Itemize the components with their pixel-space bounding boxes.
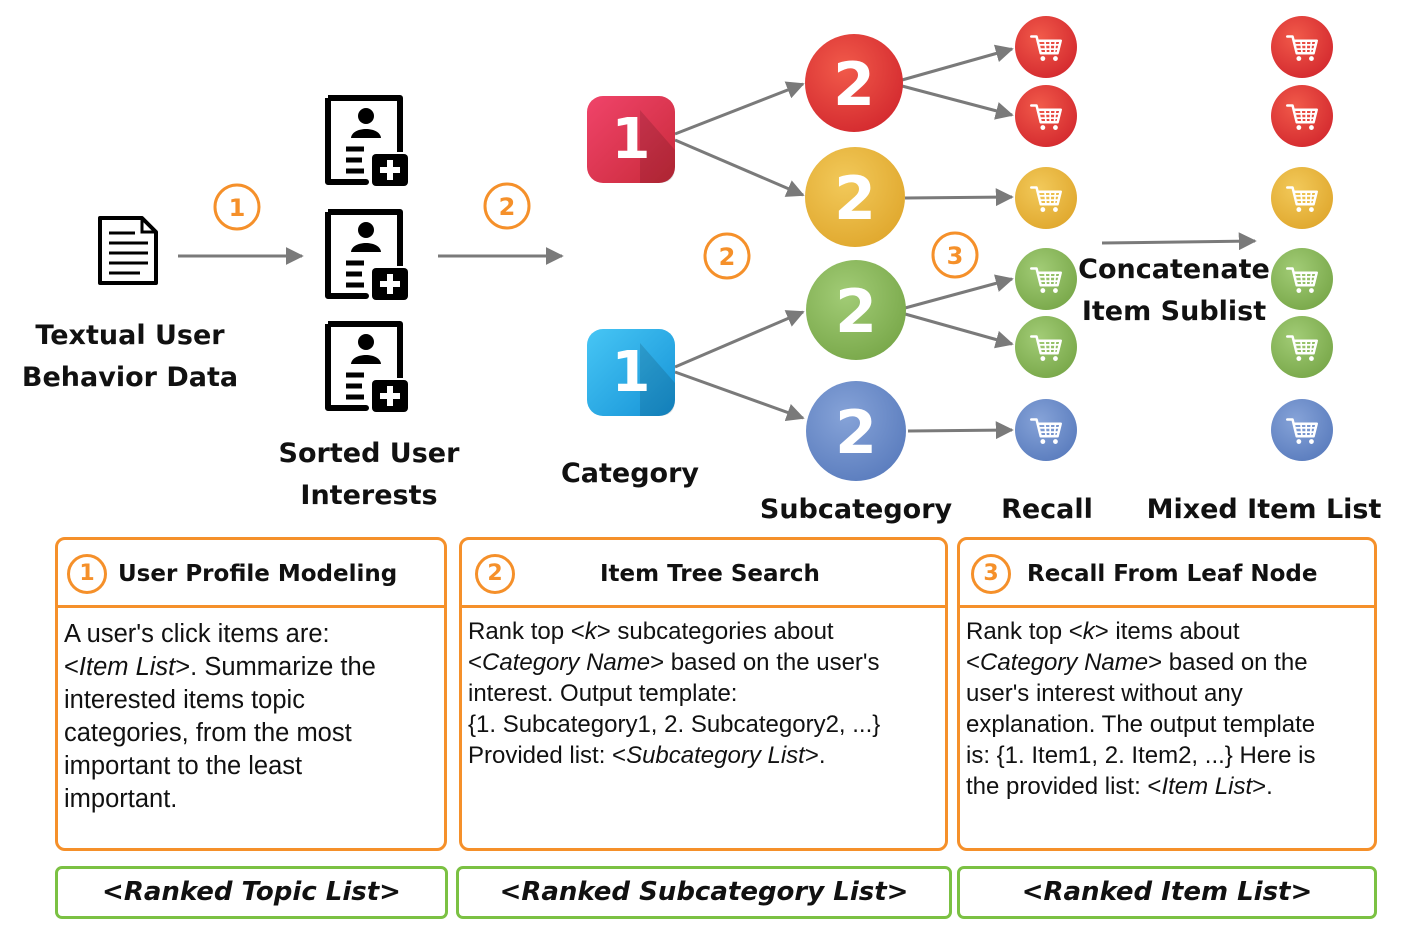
- pipeline-diagram: 1 1 2 2 2 2 1 2 2: [98, 16, 1333, 481]
- recall-item-green: [1015, 248, 1077, 310]
- document-icon: [98, 216, 158, 285]
- subcategory-node-yellow: 2: [805, 147, 905, 247]
- box-body: Rank top <k> items about <Category Name> …: [966, 616, 1368, 802]
- body-line: Provided list: <Subcategory List>.: [468, 742, 826, 769]
- body-line: interest. Output template:: [468, 680, 738, 707]
- body-line: {1. Subcategory1, 2. Subcategory2, ...}: [468, 711, 881, 738]
- prompt-box-item-tree-search: 2 Item Tree Search Rank top <k> subcateg…: [459, 537, 948, 851]
- box-title: Item Tree Search: [600, 561, 820, 587]
- arrow-concatenate: [1101, 232, 1257, 251]
- recall-item-yellow: [1015, 167, 1077, 229]
- body-line: explanation. The output template: [966, 711, 1316, 738]
- mixed-item-green: [1271, 248, 1333, 310]
- mixed-item-yellow: [1271, 167, 1333, 229]
- body-line: <Category Name> based on the: [966, 649, 1308, 676]
- arrow-sub-red-item1: [901, 44, 1014, 82]
- arrow-cat1-sub-red: [674, 81, 805, 136]
- body-line: A user's click items are:: [64, 620, 330, 648]
- output-ranked-subcategory-list: <Ranked Subcategory List>: [456, 866, 952, 919]
- box-title: User Profile Modeling: [118, 561, 398, 587]
- body-line: categories, from the most: [64, 719, 352, 747]
- box-body: A user's click items are: <Item List>. Su…: [64, 618, 438, 816]
- body-line: important.: [64, 785, 178, 813]
- recall-item-green: [1015, 316, 1077, 378]
- user-profile-add-icon: [328, 212, 408, 300]
- mixed-item-red: [1271, 85, 1333, 147]
- concatenate-item-sublist-label: Concatenate Item Sublist: [1078, 254, 1270, 327]
- subcategory-node-number: 2: [834, 164, 876, 234]
- category-node-number: 1: [612, 107, 651, 172]
- svg-text:2: 2: [719, 243, 736, 271]
- arrow-sub-green-item2: [904, 312, 1014, 349]
- arrow-sub-green-item1: [904, 274, 1014, 310]
- mixed-item-green: [1271, 316, 1333, 378]
- output-ranked-item-list: <Ranked Item List>: [957, 866, 1377, 919]
- mixed-item-red: [1271, 16, 1333, 78]
- sorted-user-interests-label: Sorted User Interests: [278, 438, 460, 511]
- svg-text:1: 1: [229, 194, 246, 222]
- body-line: Rank top <k> subcategories about: [468, 618, 834, 645]
- arrow-cat2-sub-green: [674, 310, 805, 369]
- body-line: <Category Name> based on the user's: [468, 649, 880, 676]
- mixed-item-blue: [1271, 399, 1333, 461]
- category-label: Category: [560, 458, 700, 489]
- step-marker-3: 3: [931, 231, 979, 279]
- prompt-box-user-profile-modeling: 1 User Profile Modeling A user's click i…: [55, 537, 447, 851]
- category-node-number: 1: [612, 340, 651, 405]
- step-marker-1: 1: [67, 554, 107, 594]
- prompt-box-recall-from-leaf-node: 3 Recall From Leaf Node Rank top <k> ite…: [957, 537, 1377, 851]
- arrow-sub-red-item2: [901, 84, 1014, 120]
- body-line: is: {1. Item1, 2. Item2, ...} Here is: [966, 742, 1316, 769]
- box-body: Rank top <k> subcategories about <Categor…: [468, 616, 939, 771]
- box-header: 1 User Profile Modeling: [58, 540, 444, 608]
- subcategory-node-number: 2: [833, 50, 875, 120]
- recall-item-blue: [1015, 399, 1077, 461]
- category-node-blue: 1: [587, 329, 675, 416]
- arrow-sub-yellow-item: [904, 188, 1014, 207]
- body-line: important to the least: [64, 752, 303, 780]
- svg-text:2: 2: [499, 193, 516, 221]
- step-marker-2: 2: [483, 182, 531, 230]
- output-ranked-topic-list: <Ranked Topic List>: [55, 866, 448, 919]
- user-profile-add-icon: [328, 324, 408, 412]
- arrow-cat1-sub-yellow: [674, 138, 805, 197]
- textual-user-behavior-label: Textual User Behavior Data: [21, 320, 239, 393]
- box-header: 3 Recall From Leaf Node: [960, 540, 1374, 608]
- recall-item-red: [1015, 16, 1077, 78]
- arrow-cat2-sub-blue: [674, 370, 805, 421]
- subcategory-node-green: 2: [806, 260, 906, 360]
- body-line: interested items topic: [64, 686, 305, 714]
- step-marker-3: 3: [971, 554, 1011, 594]
- body-line: Rank top <k> items about: [966, 618, 1240, 645]
- step-marker-2: 2: [475, 554, 515, 594]
- arrow-sub-blue-item: [907, 421, 1014, 440]
- body-line: user's interest without any: [966, 680, 1243, 707]
- svg-text:3: 3: [947, 242, 964, 270]
- subcategory-node-blue: 2: [806, 381, 906, 481]
- box-header: 2 Item Tree Search: [462, 540, 945, 608]
- step-marker-2: 2: [703, 232, 751, 280]
- subcategory-node-number: 2: [835, 277, 877, 347]
- mixed-item-list-label: Mixed Item List: [1146, 494, 1382, 525]
- subcategory-node-number: 2: [835, 398, 877, 468]
- step-marker-1: 1: [213, 183, 261, 231]
- box-title: Recall From Leaf Node: [1027, 561, 1318, 587]
- category-node-red: 1: [587, 96, 675, 183]
- recall-item-red: [1015, 85, 1077, 147]
- body-line: the provided list: <Item List>.: [966, 773, 1273, 800]
- subcategory-label: Subcategory: [759, 494, 953, 525]
- subcategory-node-red: 2: [805, 34, 903, 132]
- user-profile-add-icon: [328, 98, 408, 186]
- body-line: <Item List>. Summarize the: [64, 653, 376, 681]
